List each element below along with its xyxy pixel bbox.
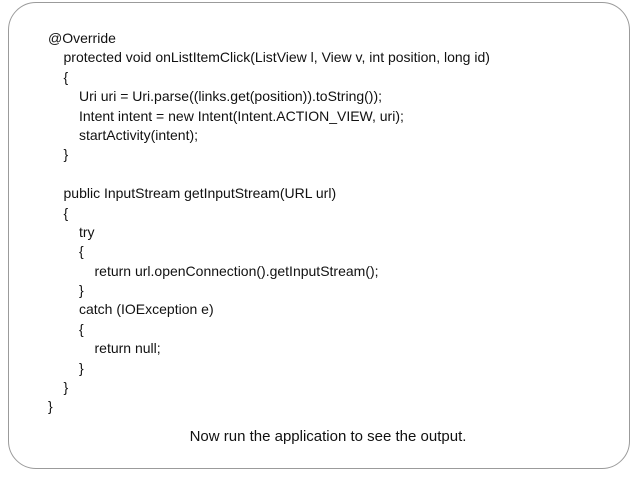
code-line: public InputStream getInputStream(URL ur… [63, 185, 337, 202]
code-line: } [79, 359, 84, 376]
footer-text: Now run the application to see the outpu… [189, 428, 467, 445]
code-line: protected void onListItemClick(ListView … [63, 49, 490, 66]
code-line: try [79, 223, 95, 240]
code-line: Intent intent = new Intent(Intent.ACTION… [79, 107, 404, 124]
code-line: return null; [94, 340, 161, 357]
code-line: catch (IOException e) [79, 301, 214, 318]
code-line: } [63, 146, 69, 163]
code-block: @Override protected void onListItemClick(… [48, 29, 609, 417]
code-line: } [79, 282, 84, 299]
slide-frame: @Override protected void onListItemClick(… [8, 2, 630, 469]
code-line: return url.openConnection().getInputStre… [94, 262, 379, 279]
code-line: @Override [48, 30, 116, 46]
code-line: Uri uri = Uri.parse((links.get(position)… [79, 88, 383, 105]
code-line: startActivity(intent); [79, 126, 199, 143]
code-line: } [63, 379, 69, 396]
code-line: } [48, 398, 53, 415]
code-line: { [63, 68, 69, 85]
code-line: { [79, 320, 84, 337]
code-line: { [63, 204, 69, 221]
code-line: { [79, 243, 84, 260]
code-line [48, 165, 609, 184]
